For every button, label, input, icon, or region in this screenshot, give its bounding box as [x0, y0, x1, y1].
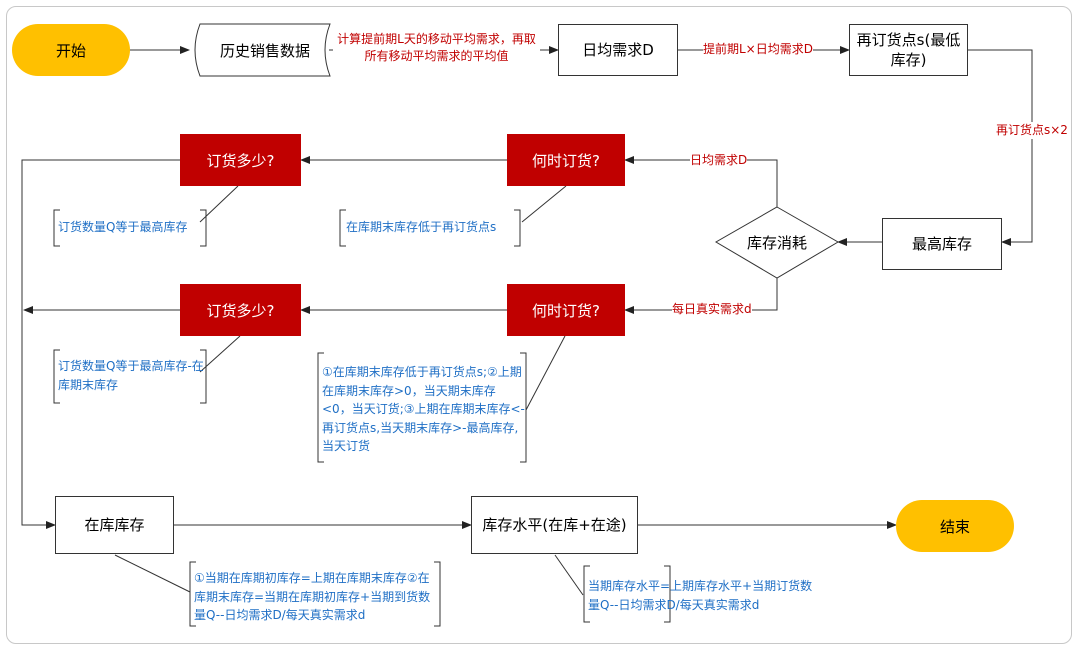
- note-when-order-2: ①在库期末库存低于再订货点s;②上期在库期末库存>0，当天期末库存<0，当天订货…: [322, 365, 525, 454]
- arrow-howmuch1-onhand: [21, 159, 180, 529]
- daily-demand-node: 日均需求D: [558, 24, 678, 76]
- arrow-reorder-max: [968, 49, 1033, 246]
- label-reorder-to-max: 再订货点s×2: [996, 122, 1068, 140]
- max-inventory-node: 最高库存: [882, 218, 1002, 270]
- when-to-order-1: 何时订货?: [507, 134, 625, 186]
- label-consumption-to-when1: 日均需求D: [690, 152, 748, 170]
- how-much-order-1: 订货多少?: [180, 134, 301, 186]
- label-consumption-to-when2: 每日真实需求d: [672, 301, 752, 319]
- note-when-order-1: 在库期末库存低于再订货点s: [346, 220, 497, 234]
- note-how-much-2: 订货数量Q等于最高库存-在库期末库存: [58, 359, 204, 392]
- end-node: 结束: [896, 500, 1014, 552]
- diagram-frame: [6, 6, 1072, 644]
- start-node: 开始: [12, 24, 130, 76]
- arrow-consumption-when1: [624, 156, 778, 207]
- label-daily-to-reorder: 提前期L×日均需求D: [703, 41, 813, 59]
- when-to-order-2: 何时订货?: [507, 284, 625, 336]
- label-history-to-daily: 计算提前期L天的移动平均需求，再取所有移动平均需求的平均值: [333, 31, 540, 66]
- note-on-hand: ①当期在库期初库存=上期在库期末库存②在库期末库存=当期在库期初库存+当期到货数…: [194, 571, 431, 623]
- note-how-much-1: 订货数量Q等于最高库存: [58, 220, 188, 234]
- consumption-decision: 库存消耗: [746, 234, 807, 252]
- on-hand-inventory-node: 在库库存: [55, 496, 174, 554]
- note-inventory-level: 当期库存水平=上期库存水平+当期订货数量Q--日均需求D/每天真实需求d: [588, 579, 813, 612]
- inventory-level-node: 库存水平(在库+在途): [471, 496, 638, 554]
- reorder-point-node: 再订货点s(最低库存): [849, 24, 968, 76]
- history-data-node: 历史销售数据: [219, 41, 310, 60]
- how-much-order-2: 订货多少?: [180, 284, 301, 336]
